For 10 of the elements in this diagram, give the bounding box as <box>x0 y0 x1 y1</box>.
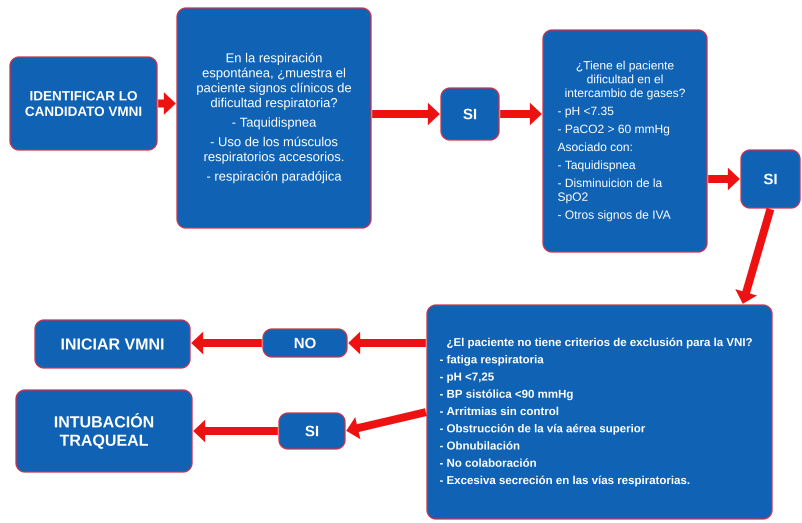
process-box: INICIAR VMNI <box>34 319 191 369</box>
process-box: SI <box>278 412 346 450</box>
process-box: SI <box>440 87 500 141</box>
process-box: IDENTIFICAR LO CANDIDATO VMNI <box>9 56 158 151</box>
process-box: En la respiración espontánea, ¿muestra el paciente signos clínicos de dificultad respiratoria? - Taquidispnea - Uso de los músculos respiratorios accesorios. - respiración paradójica <box>176 7 372 229</box>
process-box: ¿El paciente no tiene criterios de exclusión para la VNI? - fatiga respiratoria - pH <7,25 - BP sistólica <90 mmHg - Arritmias sin control - Obstrucción de la vía aérea superior - Obnubilación - No colaboración - Excesiva secreción en las vías respiratorias. <box>426 304 773 520</box>
process-box: SI <box>740 149 801 209</box>
process-box: INTUBACIÓN TRAQUEAL <box>15 389 193 473</box>
process-box: NO <box>262 328 348 358</box>
process-box: ¿Tiene el paciente dificultad en el intercambio de gases? - pH <7.35 - PaCO2 > 60 mmHg Asociado con: - Taquidispnea - Disminuicion de la SpO2 - Otros signos de IVA <box>542 29 708 253</box>
